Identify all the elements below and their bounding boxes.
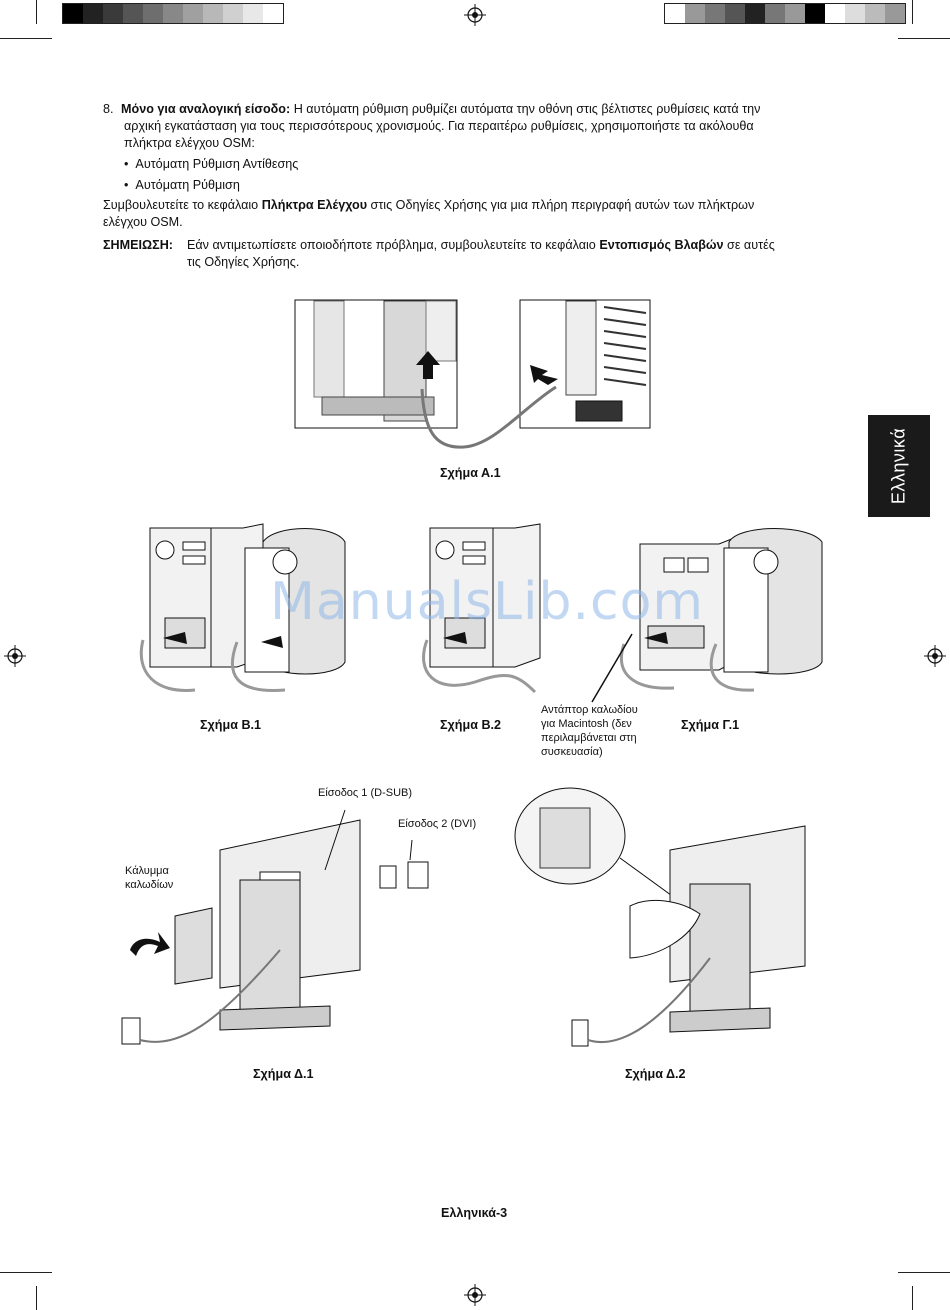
figure-g1-illustration: [591, 528, 823, 703]
registration-mark-icon: [464, 1284, 486, 1306]
color-swatch: [845, 4, 865, 23]
color-swatch: [805, 4, 825, 23]
color-swatch: [865, 4, 885, 23]
item-8-line-1: 8. Μόνο για αναλογική είσοδο: Η αυτόματη…: [103, 101, 853, 118]
item-number: 8.: [103, 102, 114, 116]
color-swatch: [725, 4, 745, 23]
crop-mark: [898, 38, 950, 39]
caption-figure-g1: Σχήμα Γ.1: [681, 718, 740, 732]
language-tab-label: Ελληνικά: [888, 427, 909, 505]
color-bar-left: [62, 3, 284, 24]
item-8-line-3: πλήκτρα ελέγχου OSM:: [124, 136, 255, 150]
caption-figure-a1: Σχήμα Α.1: [440, 466, 501, 480]
caption-figure-d1: Σχήμα Δ.1: [253, 1067, 314, 1081]
cable-cover-label: Κάλυμμα καλωδίων: [125, 865, 174, 891]
color-swatch: [163, 4, 183, 23]
registration-mark-icon: [924, 645, 946, 667]
color-swatch: [785, 4, 805, 23]
mac-adapter-label: Αντάπτορ καλωδίου για Macintosh (δεν περ…: [541, 704, 638, 758]
color-swatch: [665, 4, 685, 23]
color-swatch: [123, 4, 143, 23]
color-swatch: [143, 4, 163, 23]
color-swatch: [243, 4, 263, 23]
registration-mark-icon: [4, 645, 26, 667]
page-footer: Ελληνικά-3: [441, 1206, 508, 1220]
figure-d1-illustration: [121, 809, 429, 1045]
item-heading: Μόνο για αναλογική είσοδο:: [121, 102, 291, 116]
color-swatch: [203, 4, 223, 23]
watermark: ManualsLib.com: [270, 572, 705, 632]
note-label: ΣΗΜΕΙΩΣΗ:: [103, 238, 173, 252]
color-bar-right: [664, 3, 906, 24]
consult-paragraph: Συμβουλευτείτε το κεφάλαιο Πλήκτρα Ελέγχ…: [103, 198, 755, 229]
input-2-label: Είσοδος 2 (DVI): [398, 818, 477, 830]
control-keys-chapter: Πλήκτρα Ελέγχου: [261, 198, 368, 212]
crop-mark: [36, 1286, 37, 1310]
color-swatch: [223, 4, 243, 23]
item-8: 8. Μόνο για αναλογική είσοδο: Η αυτόματη…: [103, 101, 853, 194]
color-swatch: [705, 4, 725, 23]
registration-mark-icon: [464, 4, 486, 26]
crop-mark: [0, 38, 52, 39]
input-1-label: Είσοδος 1 (D-SUB): [318, 787, 413, 799]
language-tab: Ελληνικά: [868, 415, 930, 517]
color-swatch: [745, 4, 765, 23]
bullet-item: • Αυτόματη Ρύθμιση Αντίθεσης: [124, 157, 299, 171]
color-swatch: [83, 4, 103, 23]
color-swatch: [685, 4, 705, 23]
color-swatch: [825, 4, 845, 23]
item-8-line-2: αρχική εγκατάσταση για τους περισσότερου…: [124, 119, 754, 133]
caption-figure-b1: Σχήμα Β.1: [200, 718, 262, 732]
item-text: Η αυτόματη ρύθμιση ρυθμίζει αυτόματα την…: [290, 102, 761, 116]
bullet-item: • Αυτόματη Ρύθμιση: [124, 178, 240, 192]
color-swatch: [263, 4, 283, 23]
color-swatch: [103, 4, 123, 23]
color-swatch: [765, 4, 785, 23]
color-swatch: [885, 4, 905, 23]
color-swatch: [63, 4, 83, 23]
crop-mark: [0, 1272, 52, 1273]
crop-mark: [898, 1272, 950, 1273]
caption-figure-d2: Σχήμα Δ.2: [625, 1067, 686, 1081]
crop-mark: [912, 0, 913, 24]
note-paragraph: ΣΗΜΕΙΩΣΗ: Εάν αντιμετωπίσετε οποιοδήποτε…: [103, 238, 775, 269]
figure-b2-illustration: [422, 523, 541, 694]
figure-d2-illustration: [514, 787, 806, 1047]
crop-mark: [912, 1286, 913, 1310]
crop-mark: [36, 0, 37, 24]
figure-b1-illustration: [139, 523, 346, 693]
color-swatch: [183, 4, 203, 23]
troubleshooting-chapter: Εντοπισμός Βλαβών: [599, 238, 724, 252]
figure-a1-illustration: [294, 299, 651, 449]
caption-figure-b2: Σχήμα Β.2: [440, 718, 502, 732]
